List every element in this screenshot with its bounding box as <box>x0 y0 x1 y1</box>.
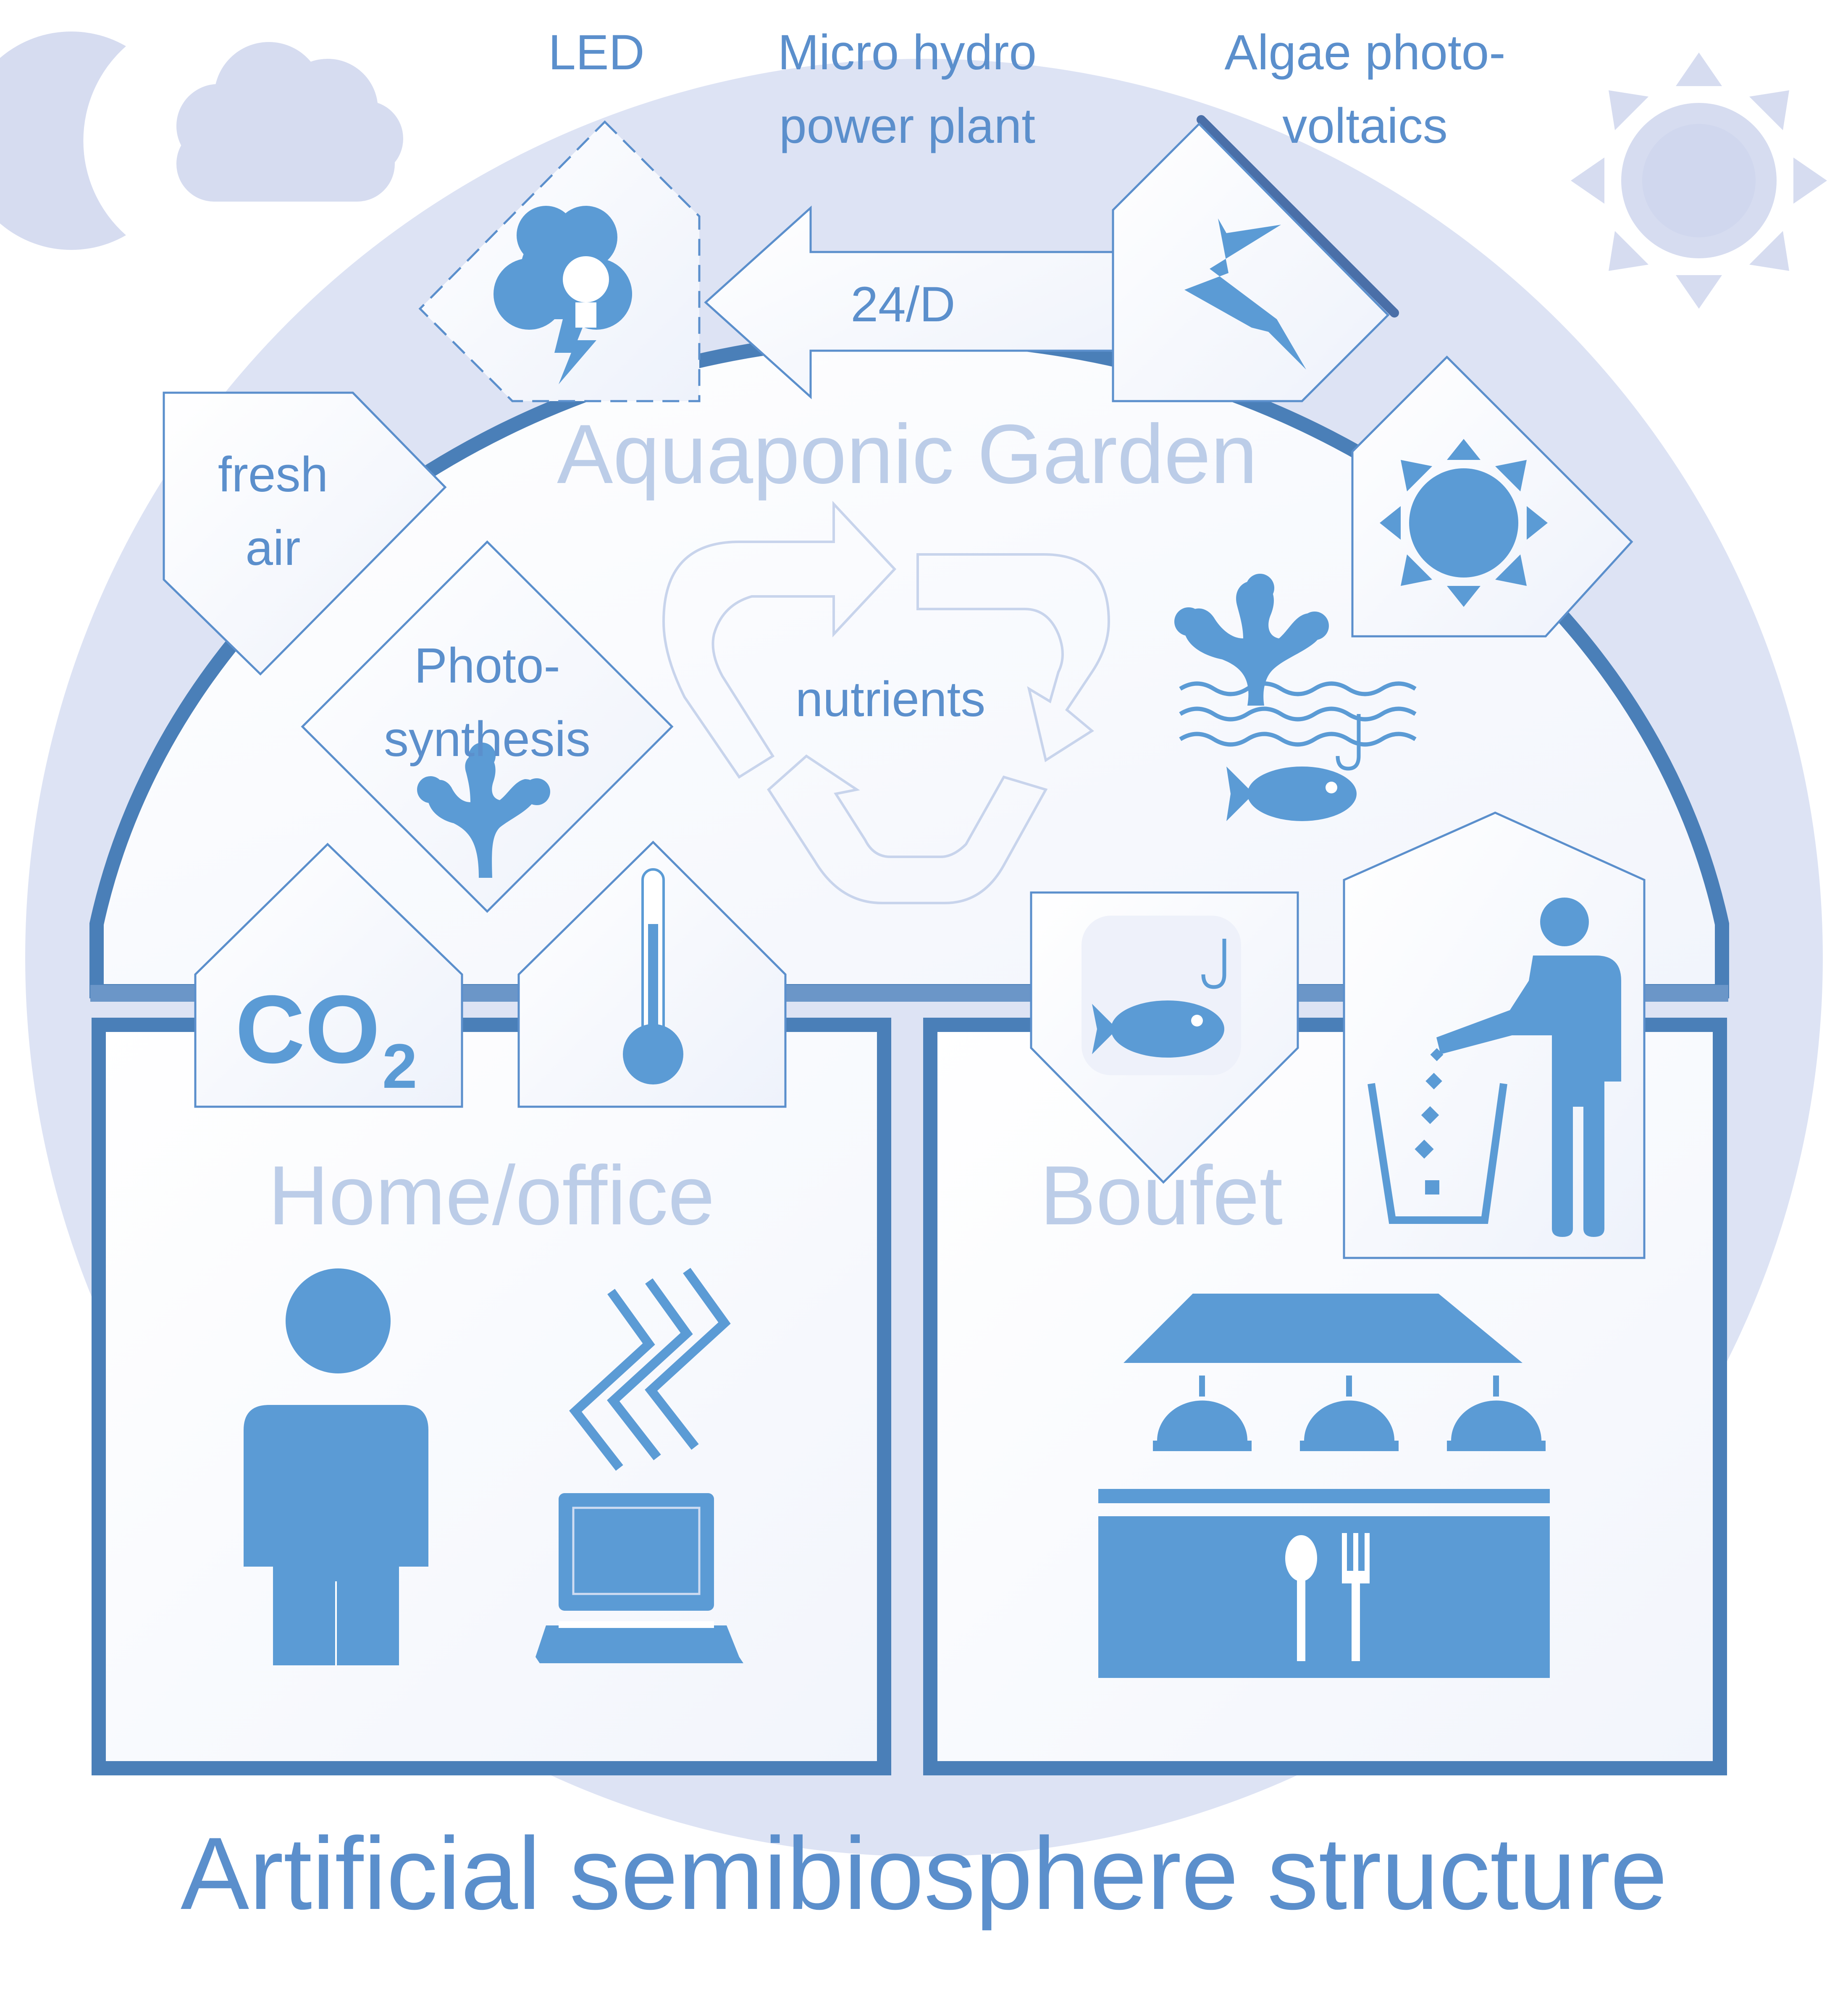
fresh-air-label-line1: fresh <box>218 447 328 502</box>
schedule-label: 24/D <box>850 277 955 332</box>
nutrients-label: nutrients <box>795 672 986 727</box>
co2-main-text: CO <box>235 975 380 1083</box>
photosynthesis-label-line1: Photo- <box>414 638 560 693</box>
moon-icon <box>0 32 126 250</box>
boufet-zone-label: Boufet <box>1040 1149 1283 1242</box>
led-label: LED <box>548 25 645 80</box>
diagram-title: Artificial semibiosphere structure <box>181 1816 1667 1931</box>
cloud-icon <box>176 42 403 202</box>
micro-hydro-label-line1: Micro hydro <box>778 25 1037 80</box>
co2-subscript-text: 2 <box>382 1031 417 1101</box>
home-office-room <box>99 1025 884 1768</box>
micro-hydro-label-line2: power plant <box>779 98 1035 154</box>
trash-tile <box>1344 813 1644 1258</box>
algae-pv-label-line1: Algae photo- <box>1224 25 1505 80</box>
fresh-air-label-line2: air <box>245 520 300 576</box>
photosynthesis-label-line2: synthesis <box>384 711 591 767</box>
garden-zone-label: Aquaponic Garden <box>557 407 1257 501</box>
home-office-zone-label: Home/office <box>268 1149 714 1242</box>
laptop-icon <box>536 1493 743 1663</box>
algae-pv-label-line2: voltaics <box>1282 98 1447 154</box>
